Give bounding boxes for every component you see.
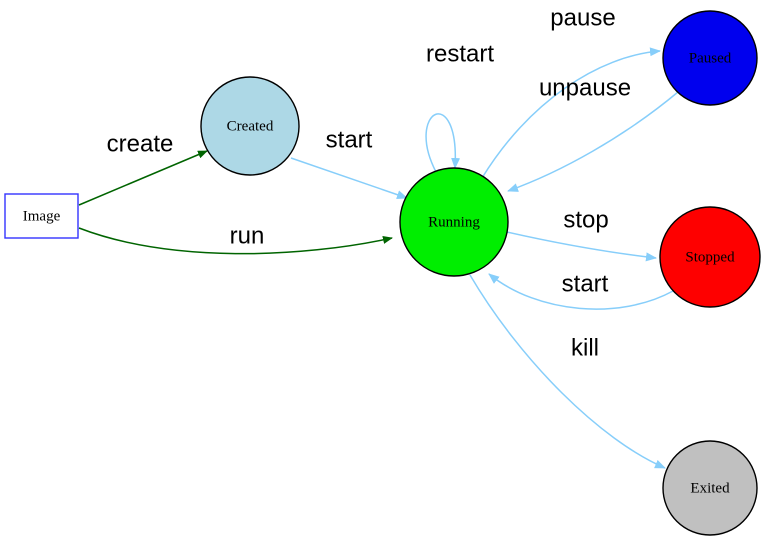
node-stopped[interactable]: Stopped <box>659 206 761 308</box>
edge-label-unpause: unpause <box>539 74 631 101</box>
edge-label-kill: kill <box>571 334 599 361</box>
edge-start-created <box>290 157 408 199</box>
node-label-paused: Paused <box>689 50 732 66</box>
node-shape-exited[interactable] <box>662 440 758 536</box>
node-shape-stopped[interactable] <box>659 206 761 308</box>
edge-labels-layer: create run start restart pause unpause stop sta… <box>107 4 631 361</box>
edge-label-stop: stop <box>563 206 608 233</box>
edges-layer <box>78 47 679 469</box>
edge-create <box>78 150 208 206</box>
node-shape-created[interactable] <box>200 76 300 176</box>
node-shape-running[interactable] <box>399 167 509 277</box>
node-label-created: Created <box>227 118 274 134</box>
node-label-image: Image <box>23 208 61 224</box>
edge-restart <box>425 113 461 173</box>
node-running[interactable]: Running <box>399 167 509 277</box>
node-label-running: Running <box>428 214 480 230</box>
edge-label-pause: pause <box>550 4 615 31</box>
edge-label-create: create <box>107 130 174 157</box>
edge-run <box>78 227 393 255</box>
edge-label-run: run <box>230 222 265 249</box>
edge-label-start-created: start <box>326 126 373 153</box>
edge-start-stopped <box>488 273 674 310</box>
edge-unpause <box>507 91 679 192</box>
edge-kill <box>469 274 666 469</box>
edge-stop <box>506 231 657 262</box>
node-shape-image[interactable] <box>4 193 79 239</box>
node-created[interactable]: Created <box>200 76 300 176</box>
node-image[interactable]: Image <box>4 193 79 239</box>
edge-label-start-stopped: start <box>562 270 609 297</box>
node-paused[interactable]: Paused <box>662 10 758 106</box>
node-label-stopped: Stopped <box>685 249 735 265</box>
node-exited[interactable]: Exited <box>662 440 758 536</box>
node-shape-paused[interactable] <box>662 10 758 106</box>
edge-label-restart: restart <box>426 40 494 67</box>
node-label-exited: Exited <box>690 480 730 496</box>
edge-pause <box>481 47 661 179</box>
